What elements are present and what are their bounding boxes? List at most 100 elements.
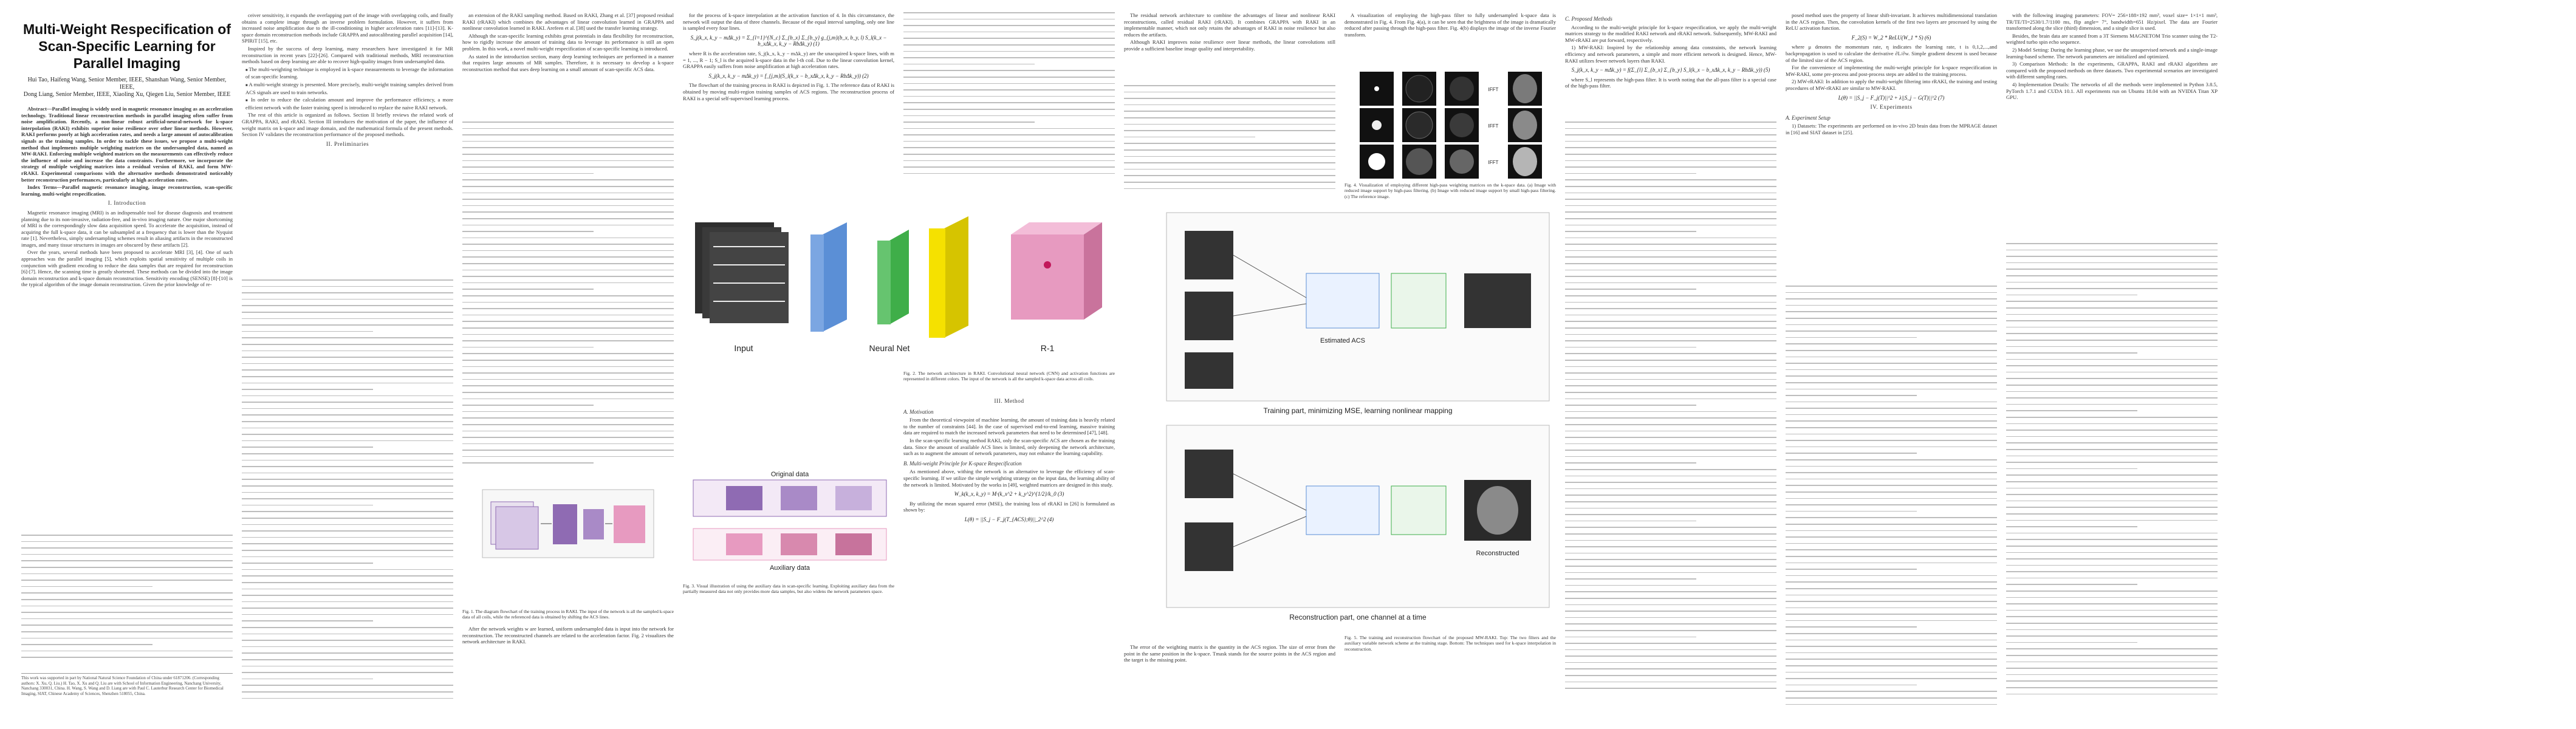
text-line: [2006, 474, 2218, 476]
text-line: [1565, 314, 1776, 316]
text-line: [2006, 430, 2218, 431]
text-line: [462, 334, 674, 335]
figure-2-caption: Fig. 2. The network architecture in RAKI…: [903, 371, 1115, 382]
text-line: [903, 38, 1115, 39]
text-line: [1786, 665, 1997, 666]
text-line: [2006, 346, 2218, 347]
text-line: [1124, 98, 1335, 99]
contribution-item: The multi-weighting technique is employe…: [245, 66, 453, 80]
text-line: [1565, 366, 1776, 368]
text-line: [1786, 646, 1997, 647]
text-line: [1565, 514, 1776, 515]
text-line: [1124, 143, 1335, 144]
text-line: [1565, 411, 1776, 412]
text-line: [462, 282, 674, 284]
text-line: [242, 318, 453, 320]
text-line: [21, 618, 233, 620]
text-line: [1565, 655, 1776, 657]
col8-paragraph-2: 1) MW-RAKI: Inspired by the relationship…: [1565, 44, 1776, 64]
text-line: [21, 631, 233, 632]
label-reconstruction-part: Reconstruction part, one channel at a ti…: [1289, 613, 1427, 621]
text-line: [1786, 395, 1917, 396]
text-line: [1565, 462, 1696, 464]
text-line: [462, 205, 674, 207]
column-4: for the process of k-space interpolation…: [683, 12, 894, 103]
text-line: [903, 122, 1035, 123]
text-line: [242, 588, 453, 590]
equation-2: S_j(k_x, k_y − mΔk_y) = f_{j,m}(S_l(k_x …: [708, 72, 869, 79]
text-line: [242, 640, 453, 641]
text-line: [1786, 369, 1997, 371]
text-line: [2006, 661, 2218, 663]
subsection-proposed: C. Proposed Methods: [1565, 16, 1612, 22]
text-line: [1565, 559, 1776, 560]
text-line: [1786, 427, 1997, 428]
text-line: [462, 269, 674, 271]
authors-line-2: Dong Liang, Senior Member, IEEE, Xiaolin…: [23, 91, 231, 98]
text-line: [2006, 655, 2218, 656]
text-line: [903, 134, 1115, 135]
text-line: [2006, 609, 2218, 611]
text-line: [1786, 330, 1997, 332]
text-line: [21, 580, 233, 581]
text-line: [1124, 175, 1335, 176]
text-line: [1786, 337, 1917, 338]
intro-paragraph-1: Magnetic resonance imaging (MRI) is an i…: [21, 209, 233, 248]
text-line: [462, 147, 674, 148]
text-line: [242, 472, 453, 474]
figure-2-raki-network: Input Neural Net R-1: [695, 216, 1102, 353]
column-6: The residual network architecture to com…: [1124, 12, 1335, 53]
text-line: [1565, 552, 1776, 554]
text-line: [1565, 617, 1776, 618]
body-text-lines: [242, 279, 453, 705]
body-text-lines: [2006, 243, 2218, 705]
text-line: [2006, 307, 2218, 309]
conv-layer-green: [877, 230, 909, 324]
text-line: [2006, 301, 2218, 302]
network-block: [553, 504, 604, 544]
label-original-data: Original data: [771, 471, 809, 478]
col9-paragraph-mwrraki: 2) MW-rRAKI: In addition to apply the mu…: [1786, 78, 1997, 91]
text-line: [2006, 249, 2218, 251]
text-line: [1786, 349, 1997, 351]
text-line: [21, 592, 233, 594]
text-line: [2006, 371, 2218, 373]
input-stack: [695, 222, 789, 323]
text-line: [903, 128, 1115, 129]
text-line: [242, 279, 453, 281]
equation-6: F_2(S) = W_2 * ReLU(W_1 * S) (6): [1851, 34, 1931, 41]
text-line: [2006, 275, 2218, 276]
text-line: [1565, 437, 1776, 438]
text-line: [242, 459, 453, 461]
text-line: [1786, 697, 1997, 699]
abstract: Abstract—Parallel imaging is widely used…: [21, 106, 233, 183]
text-line: [21, 625, 233, 626]
row-c: IFFT: [1360, 145, 1542, 179]
text-line: [1786, 472, 1997, 473]
label-reconstructed: Reconstructed: [1476, 550, 1519, 557]
text-line: [462, 385, 674, 386]
text-line: [21, 535, 233, 536]
col3-paragraph-1: an extension of the RAKI sampling method…: [462, 12, 674, 32]
text-line: [1786, 659, 1997, 660]
text-line: [1565, 301, 1776, 303]
text-line: [2006, 320, 2218, 321]
text-line: [462, 276, 674, 277]
text-line: [462, 179, 674, 180]
text-line: [1565, 269, 1776, 271]
text-line: [462, 353, 674, 354]
text-line: [1565, 572, 1776, 573]
text-line: [1565, 430, 1776, 432]
text-line: [242, 672, 453, 673]
text-line: [1565, 160, 1776, 162]
text-line: [462, 359, 674, 361]
equation-1: S_j(k_x, k_y − mΔk_y) = Σ_{l=1}^{N_c} Σ_…: [690, 34, 887, 47]
text-line: [1786, 530, 1997, 532]
text-line: [2006, 243, 2218, 244]
body-text-lines: [21, 535, 233, 665]
text-line: [1565, 584, 1776, 586]
text-line: [242, 601, 453, 603]
text-line: [242, 466, 453, 467]
text-line: [242, 659, 453, 660]
text-line: [462, 308, 674, 309]
